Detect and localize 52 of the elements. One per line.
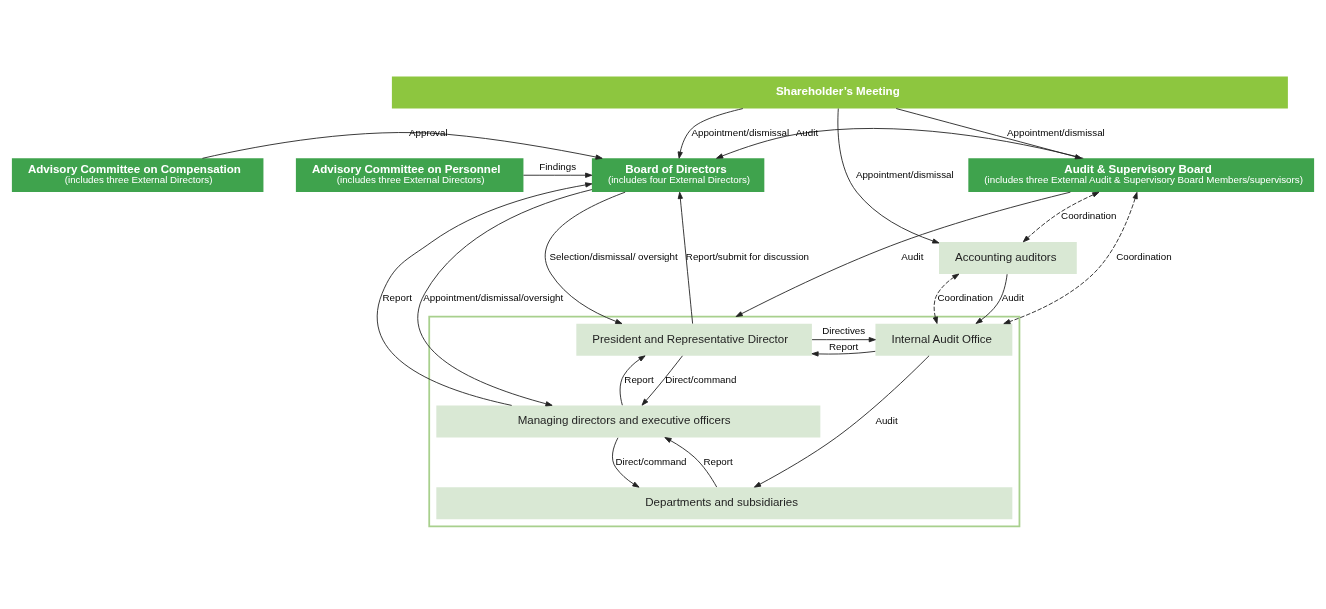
- arrow: [753, 354, 930, 488]
- edge-label: Appointment/dismissal/oversight: [423, 291, 564, 303]
- edge-label: Approval: [409, 126, 448, 138]
- edge-label: Report: [624, 373, 654, 385]
- edge-label: Report: [382, 291, 412, 303]
- arrow: [641, 354, 683, 406]
- edge-label: Coordination: [937, 291, 993, 303]
- edge-label: Direct/command: [665, 373, 737, 385]
- arrow: [811, 336, 876, 342]
- edge-label: Report: [829, 340, 859, 352]
- node-box: Accounting auditors: [939, 241, 1077, 274]
- arrow: [544, 191, 626, 324]
- arrow: [975, 273, 1008, 324]
- edge-label: Audit: [1001, 291, 1024, 303]
- arrow: [677, 107, 744, 159]
- arrow: [523, 172, 593, 178]
- node-box: Board of Directors (includes four External Directors): [591, 157, 765, 192]
- node-box: Advisory Committee on Compensation (includes three External Directors): [11, 157, 264, 192]
- arrow: [677, 191, 694, 324]
- edge-label: Directives: [822, 324, 866, 336]
- arrow: [664, 436, 718, 487]
- edge-label: Appointment/dismissal: [855, 168, 954, 180]
- edge-label: Audit: [875, 414, 898, 426]
- edge-label: Coordination: [1061, 209, 1117, 221]
- arrow: [735, 191, 1071, 317]
- node-box: Managing directors and executive officers: [436, 404, 821, 437]
- edge-label: Report: [703, 455, 733, 467]
- arrow: [932, 273, 960, 324]
- arrow: [1003, 191, 1138, 324]
- arrow: [377, 181, 593, 406]
- edge-label: Direct/command: [615, 455, 687, 467]
- arrow: [612, 436, 640, 488]
- node-box: President and Representative Director: [576, 323, 812, 356]
- edge-label: Selection/dismissal/ oversight: [549, 250, 678, 262]
- node-box: Shareholder’s Meeting: [391, 76, 1288, 109]
- edge-label: Findings: [539, 160, 577, 172]
- edge-label: Coordination: [1116, 250, 1172, 262]
- edge-label: Appointment/dismissal: [1007, 126, 1105, 138]
- node-box: Audit & Supervisory Board (includes three External Audit & Supervisory Board Members/supervisors): [968, 157, 1315, 192]
- arrow: [1022, 191, 1100, 242]
- node-box: Departments and subsidiaries: [436, 486, 1013, 519]
- edge-label: Audit: [901, 250, 924, 262]
- arrow: [417, 188, 593, 406]
- node-box: Internal Audit Office: [875, 323, 1013, 356]
- arrow: [811, 350, 876, 357]
- arrow: [837, 107, 940, 243]
- edge-label: Audit: [795, 126, 819, 138]
- arrow: [619, 354, 646, 406]
- arrow: [202, 131, 603, 160]
- edge-label: Appointment/dismissal: [691, 126, 790, 138]
- edge-label: Report/submit for discussion: [685, 250, 810, 262]
- node-box: Advisory Committee on Personnel (includes three External Directors): [295, 157, 524, 192]
